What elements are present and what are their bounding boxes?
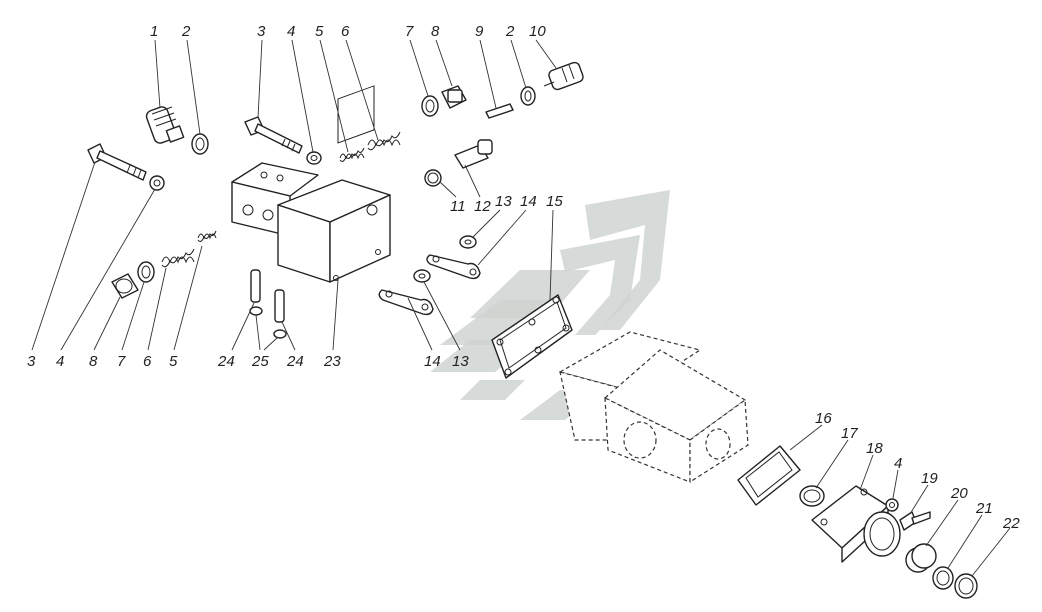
label-12: 12 (474, 198, 491, 215)
part-12-sensor (454, 139, 493, 169)
part-5-spring-left (197, 230, 217, 242)
label-4-right: 4 (894, 455, 902, 472)
label-7-left: 7 (117, 353, 126, 370)
part-22-seal (954, 573, 978, 599)
part-14-plate-lower (378, 289, 434, 316)
part-7-washer-left (137, 261, 155, 283)
label-18: 18 (866, 440, 883, 457)
label-9: 9 (475, 23, 484, 40)
part-19-bolt (899, 511, 931, 531)
part-4-washer-upper (306, 151, 322, 165)
label-19: 19 (921, 470, 938, 487)
part-11-ring (424, 169, 442, 187)
label-6: 6 (341, 23, 350, 40)
label-14: 14 (520, 193, 537, 210)
label-2: 2 (181, 23, 191, 40)
label-4-left: 4 (56, 353, 64, 370)
part-4-washer-left (149, 175, 165, 191)
label-1: 1 (150, 23, 158, 40)
label-2-right: 2 (505, 23, 515, 40)
part-6-spring-left (161, 248, 195, 268)
part-number-labels: 1 2 3 4 5 6 7 8 9 2 10 11 12 13 14 15 3 … (27, 23, 1020, 532)
label-23: 23 (323, 353, 341, 370)
part-14-plate-upper (426, 254, 481, 280)
label-24-right: 24 (286, 353, 304, 370)
part-24-pin-right (274, 289, 285, 323)
part-4-washer-right (885, 498, 899, 512)
label-16: 16 (815, 410, 832, 427)
part-10-valve (543, 61, 584, 91)
part-16-gasket (737, 445, 801, 506)
part-24-pin-left (250, 269, 261, 303)
part-8-plug-left (111, 273, 139, 299)
leader-lines (31, 39, 1011, 577)
part-18-cover (811, 485, 901, 563)
label-5-left: 5 (169, 353, 178, 370)
part-6-spring-upper (367, 131, 401, 151)
label-24-left: 24 (217, 353, 235, 370)
part-3-bolt-upper (244, 116, 303, 154)
label-17: 17 (841, 425, 858, 442)
label-25: 25 (251, 353, 269, 370)
label-15: 15 (546, 193, 563, 210)
label-13: 13 (495, 193, 512, 210)
label-22: 22 (1002, 515, 1020, 532)
label-7: 7 (405, 23, 414, 40)
label-8: 8 (431, 23, 440, 40)
part-15-gasket (491, 294, 573, 379)
label-13-lower: 13 (452, 353, 469, 370)
part-5-spring-upper (339, 147, 365, 162)
part-3-bolt-left (87, 143, 147, 181)
part-20-bushing (905, 543, 937, 573)
label-11: 11 (450, 198, 466, 215)
label-6-left: 6 (143, 353, 152, 370)
part-7-washer-upper (421, 95, 439, 117)
label-5: 5 (315, 23, 324, 40)
label-3-left: 3 (27, 353, 36, 370)
part-8-plug-upper (441, 85, 467, 109)
label-20: 20 (950, 485, 968, 502)
part-2-circlip (191, 133, 209, 155)
part-9-pin (485, 103, 514, 119)
part-17-ring (799, 485, 825, 507)
label-8-left: 8 (89, 353, 98, 370)
label-14-lower: 14 (424, 353, 441, 370)
part-21-ring (932, 566, 954, 590)
label-4: 4 (287, 23, 295, 40)
part-1-valve (145, 106, 185, 144)
part-13-nut-lower (413, 269, 431, 283)
part-2-circlip-right (520, 86, 536, 106)
part-23-housing (231, 85, 391, 283)
reference-housing-dashed (558, 331, 749, 484)
part-13-nut-upper (459, 235, 477, 249)
label-21: 21 (975, 500, 993, 517)
label-3: 3 (257, 23, 266, 40)
label-10: 10 (529, 23, 546, 40)
